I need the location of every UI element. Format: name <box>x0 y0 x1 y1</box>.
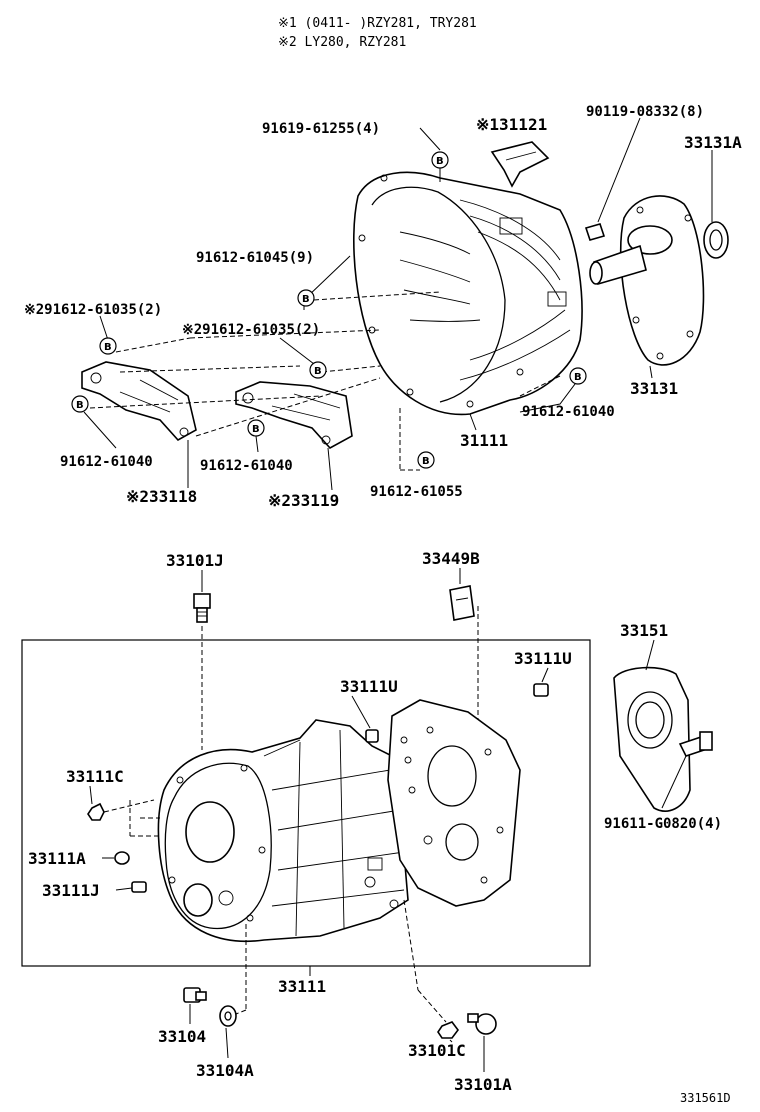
oil-seal-33131A[interactable] <box>703 221 729 259</box>
label-33131: 33131 <box>630 379 678 398</box>
label-33111U-center: 33111U <box>340 677 398 696</box>
label-91612-61040-left: 91612-61040 <box>60 454 153 470</box>
bracket-33119[interactable] <box>235 381 353 450</box>
assembly-frame <box>21 639 591 967</box>
label-33101C: 33101C <box>408 1041 466 1060</box>
applicability-note-2: ※2 LY280, RZY281 <box>278 35 406 50</box>
gasket-33101C[interactable] <box>437 1021 459 1039</box>
bracket-31121[interactable] <box>490 141 550 188</box>
bolt-marker: B <box>247 419 265 437</box>
plug-33111A[interactable] <box>114 851 130 865</box>
bolt-91611-G0820[interactable] <box>678 731 713 757</box>
label-91611-G0820: 91611-G0820(4) <box>604 816 722 832</box>
label-33111A: 33111A <box>28 849 86 868</box>
label-91619-61255: 91619-61255(4) <box>262 121 380 137</box>
transmission-case-33111[interactable] <box>157 719 409 942</box>
bolt-90119-08332[interactable] <box>584 223 606 241</box>
pin-33111U-center[interactable] <box>365 729 379 743</box>
label-91612-61035-a: ※291612-61035(2) <box>24 302 162 318</box>
label-91612-61040-mid: 91612-61040 <box>200 458 293 474</box>
label-33449B: 33449B <box>422 549 480 568</box>
plug-33111C[interactable] <box>87 802 105 821</box>
gasket-33104A[interactable] <box>219 1005 237 1027</box>
bolt-marker: B <box>431 151 449 169</box>
bolt-marker: B <box>71 395 89 413</box>
bolt-marker: B <box>417 451 435 469</box>
label-31121: ※131121 <box>476 115 547 134</box>
label-33111U-right: 33111U <box>514 649 572 668</box>
applicability-note-1: ※1 (0411- )RZY281, TRY281 <box>278 16 477 31</box>
label-33101A: 33101A <box>454 1075 512 1094</box>
label-33151: 33151 <box>620 621 668 640</box>
svg-text:B: B <box>436 156 444 167</box>
bolt-marker: B <box>297 289 315 307</box>
intermediate-plate[interactable] <box>387 699 521 907</box>
extension-cover-33151[interactable] <box>613 666 691 812</box>
label-91612-61035-b: ※291612-61035(2) <box>182 322 320 338</box>
label-33111C: 33111C <box>66 767 124 786</box>
front-retainer-33131[interactable] <box>589 195 705 366</box>
label-33104: 33104 <box>158 1027 206 1046</box>
bolt-marker: B <box>99 337 117 355</box>
label-33131A: 33131A <box>684 133 742 152</box>
drain-plug-33104[interactable] <box>183 987 207 1003</box>
label-33119: ※233119 <box>268 491 339 510</box>
clip-33449B[interactable] <box>449 585 475 621</box>
label-33104A: 33104A <box>196 1061 254 1080</box>
svg-text:B: B <box>422 456 430 467</box>
bolt-marker: B <box>309 361 327 379</box>
svg-text:B: B <box>104 342 112 353</box>
label-33111: 33111 <box>278 977 326 996</box>
svg-text:B: B <box>314 366 322 377</box>
plug-33111J[interactable] <box>131 881 147 893</box>
label-31111: 31111 <box>460 431 508 450</box>
label-90119-08332: 90119-08332(8) <box>586 104 704 120</box>
label-91612-61045: 91612-61045(9) <box>196 250 314 266</box>
bolt-marker: B <box>569 367 587 385</box>
label-91612-61055: 91612-61055 <box>370 484 463 500</box>
svg-text:B: B <box>76 400 84 411</box>
bell-housing-31111[interactable] <box>352 171 583 416</box>
svg-text:B: B <box>252 424 260 435</box>
svg-text:B: B <box>302 294 310 305</box>
diagram-id: 331561D <box>680 1091 731 1105</box>
label-33101J: 33101J <box>166 551 224 570</box>
label-91612-61040-right: 91612-61040 <box>522 404 615 420</box>
plug-33101J[interactable] <box>193 593 211 623</box>
filler-plug-33101A[interactable] <box>467 1013 497 1035</box>
bracket-33118[interactable] <box>81 361 197 442</box>
label-33118: ※233118 <box>126 487 197 506</box>
svg-text:B: B <box>574 372 582 383</box>
label-33111J: 33111J <box>42 881 100 900</box>
pin-33111U-right[interactable] <box>533 683 549 697</box>
